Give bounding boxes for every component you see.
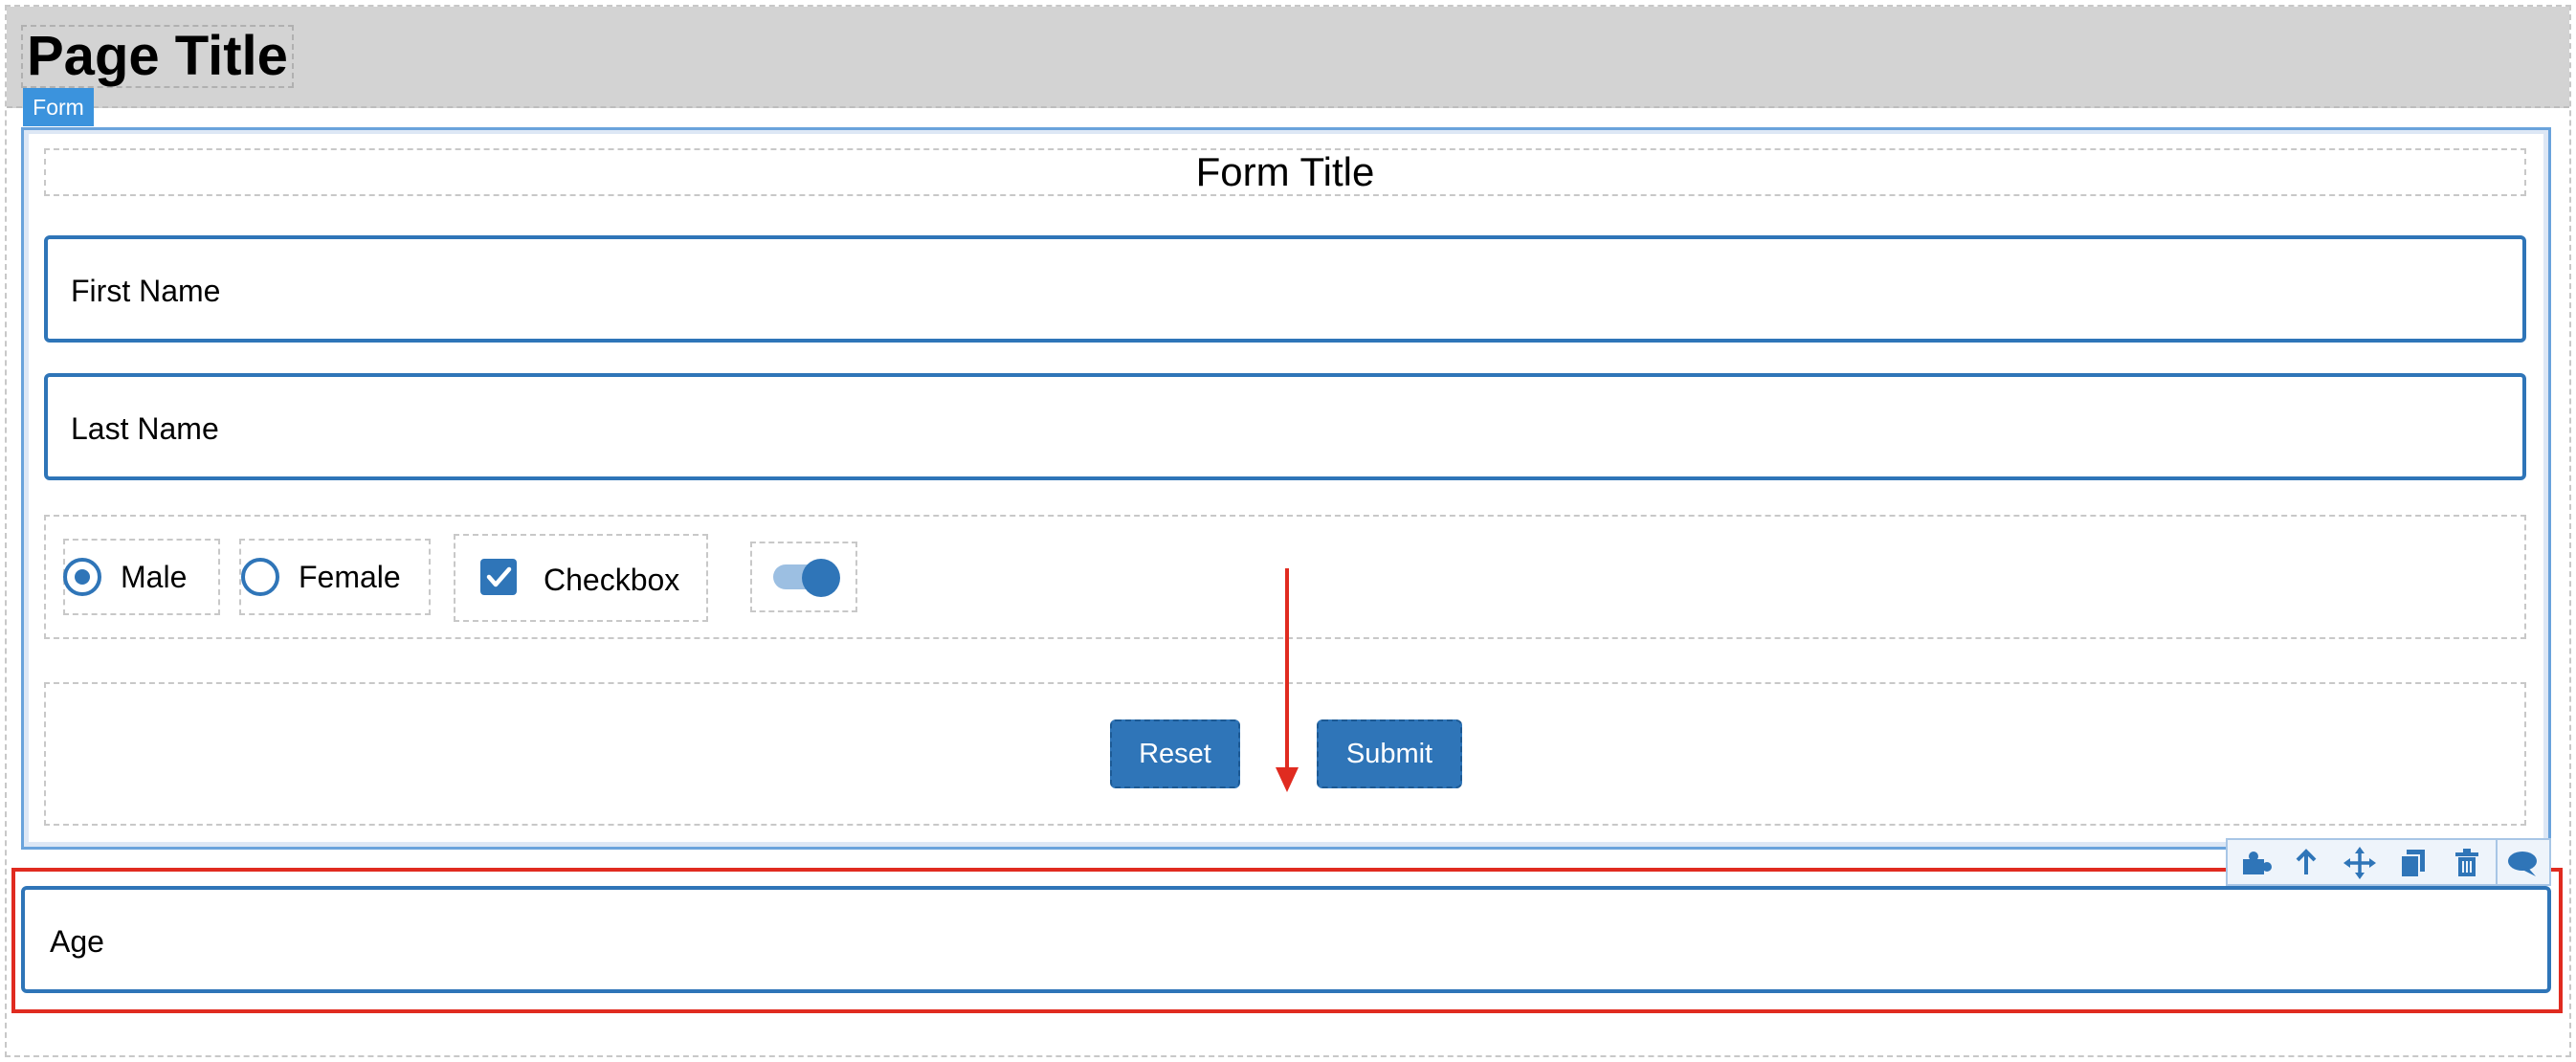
page-title[interactable]: Page Title bbox=[21, 25, 294, 88]
page-frame bbox=[5, 5, 2571, 1057]
comment-icon[interactable] bbox=[2503, 844, 2542, 882]
radio-selected-dot bbox=[75, 569, 90, 585]
form-title-box[interactable]: Form Title bbox=[44, 148, 2526, 196]
radio-female-icon[interactable] bbox=[241, 558, 279, 596]
radio-option-female[interactable]: Female bbox=[239, 539, 431, 615]
age-label: Age bbox=[50, 924, 104, 959]
form-component-tag[interactable]: Form bbox=[23, 88, 94, 126]
submit-button[interactable]: Submit bbox=[1317, 719, 1462, 788]
radio-male-icon[interactable] bbox=[63, 558, 101, 596]
drop-target-highlight bbox=[11, 868, 2563, 1013]
arrow-up-icon[interactable] bbox=[2287, 844, 2325, 882]
toggle-knob[interactable] bbox=[802, 559, 840, 597]
checkbox-option[interactable]: Checkbox bbox=[454, 534, 708, 622]
checkbox-label: Checkbox bbox=[544, 563, 680, 597]
radio-female-label: Female bbox=[299, 560, 401, 594]
checkmark-icon bbox=[486, 566, 512, 587]
toolbar-divider bbox=[2496, 840, 2498, 884]
toggle-switch-box[interactable] bbox=[750, 542, 857, 612]
first-name-label: First Name bbox=[71, 274, 221, 308]
drop-direction-arrow-icon bbox=[1276, 568, 1299, 792]
trash-icon[interactable] bbox=[2448, 844, 2486, 882]
component-toolbar bbox=[2226, 838, 2551, 886]
first-name-field[interactable]: First Name bbox=[44, 235, 2526, 343]
page-header bbox=[7, 7, 2569, 108]
move-icon[interactable] bbox=[2341, 844, 2379, 882]
copy-icon[interactable] bbox=[2394, 844, 2432, 882]
age-field[interactable]: Age bbox=[21, 886, 2551, 993]
reset-button[interactable]: Reset bbox=[1110, 719, 1240, 788]
radio-male-label: Male bbox=[121, 560, 188, 594]
puzzle-icon[interactable] bbox=[2235, 844, 2274, 882]
last-name-label: Last Name bbox=[71, 411, 219, 446]
checkbox-checked-icon[interactable] bbox=[480, 559, 517, 595]
radio-option-male[interactable]: Male bbox=[63, 539, 220, 615]
form-title: Form Title bbox=[1195, 149, 1375, 194]
last-name-field[interactable]: Last Name bbox=[44, 373, 2526, 480]
